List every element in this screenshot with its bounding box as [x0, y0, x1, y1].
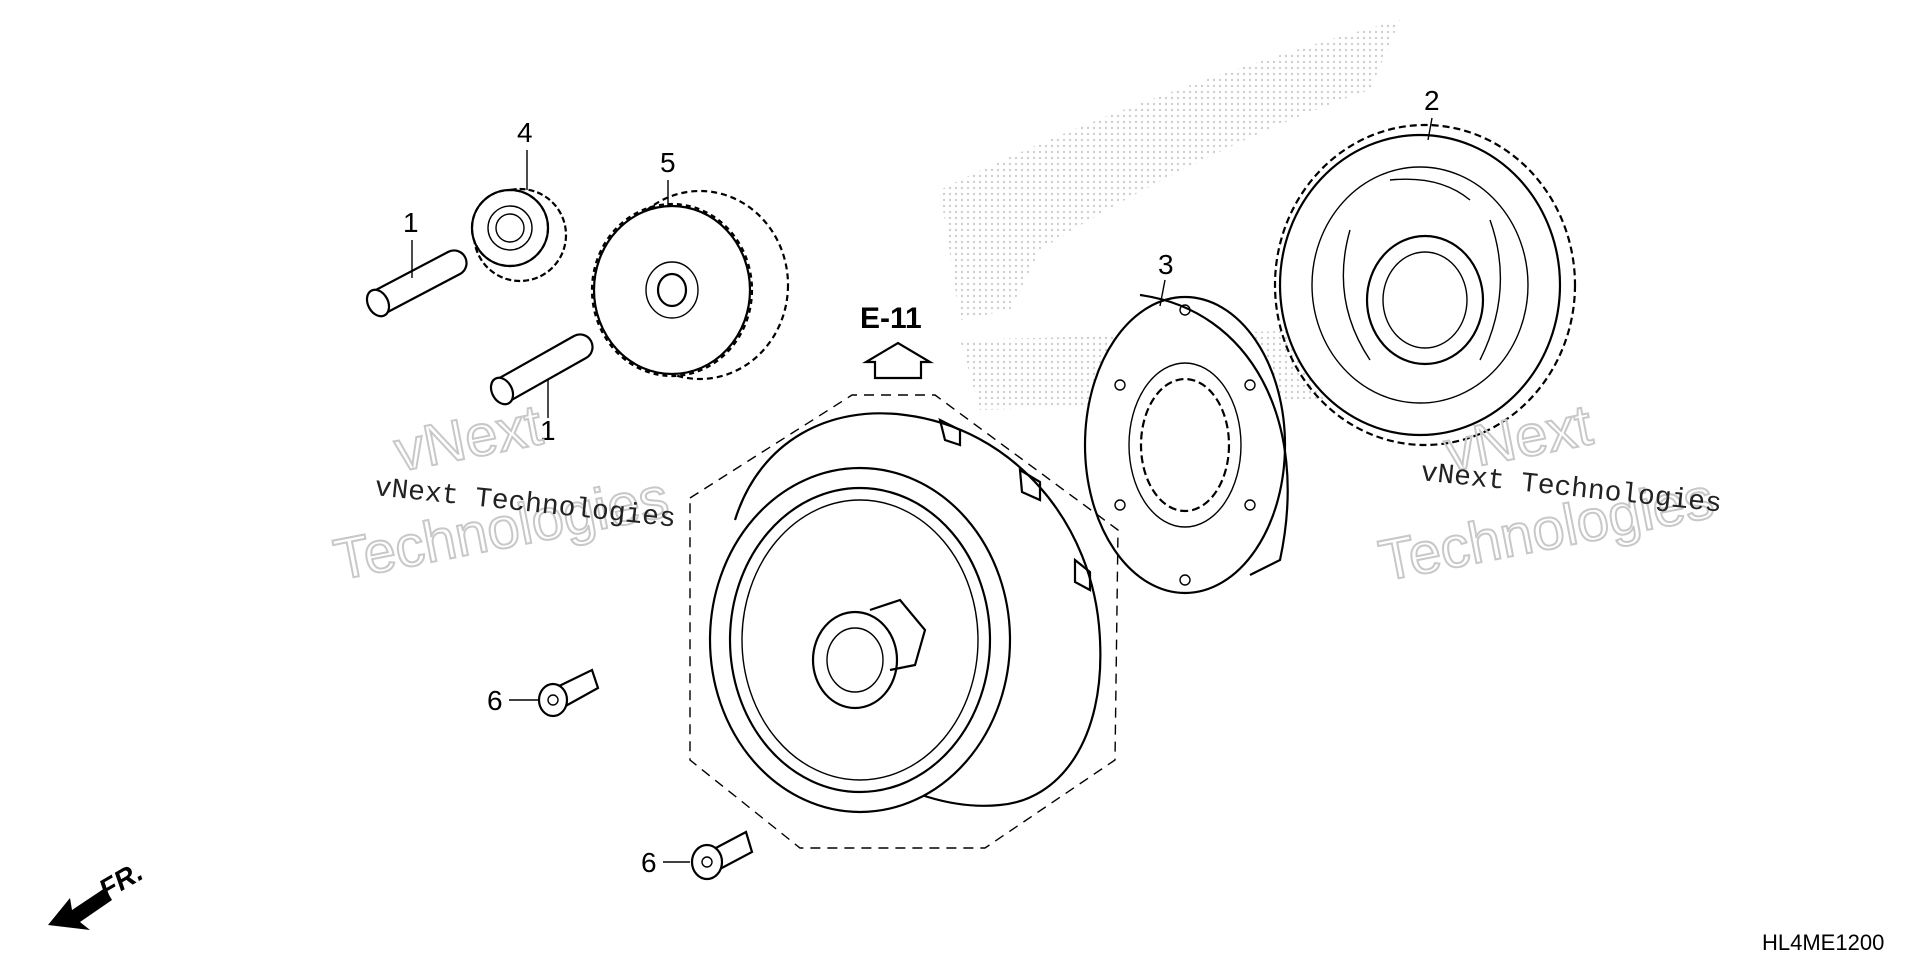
callout-4: 4 — [517, 117, 533, 148]
diagram-code: HL4ME1200 — [1762, 930, 1884, 955]
callout-1-lower: 1 — [540, 415, 556, 446]
small-gear-part-4 — [470, 187, 568, 283]
watermark-left: vNext Technologies — [328, 391, 675, 594]
bolt-upper — [537, 668, 600, 718]
callout-3: 3 — [1158, 249, 1174, 280]
svg-text:vNext: vNext — [389, 392, 547, 484]
reference-arrow-icon — [861, 341, 935, 380]
clutch-part-3 — [1083, 293, 1289, 595]
callout-2: 2 — [1424, 85, 1440, 116]
front-direction-indicator: FR. — [48, 856, 148, 930]
bolt-lower — [690, 830, 754, 881]
callout-6-upper: 6 — [487, 685, 503, 716]
assembly-boundary — [689, 394, 1119, 849]
clutch-drum — [708, 412, 1102, 814]
reference-label: E-11 — [860, 302, 922, 335]
callout-5: 5 — [660, 147, 676, 178]
callout-6-lower: 6 — [641, 847, 657, 878]
pin-upper — [365, 249, 468, 318]
pin-lower — [489, 333, 594, 406]
leader-lines — [411, 117, 1433, 863]
front-arrow-icon — [48, 888, 112, 930]
double-gear-part-5 — [590, 189, 790, 381]
callout-1-upper: 1 — [403, 207, 419, 238]
large-gear-part-2 — [1273, 123, 1577, 447]
